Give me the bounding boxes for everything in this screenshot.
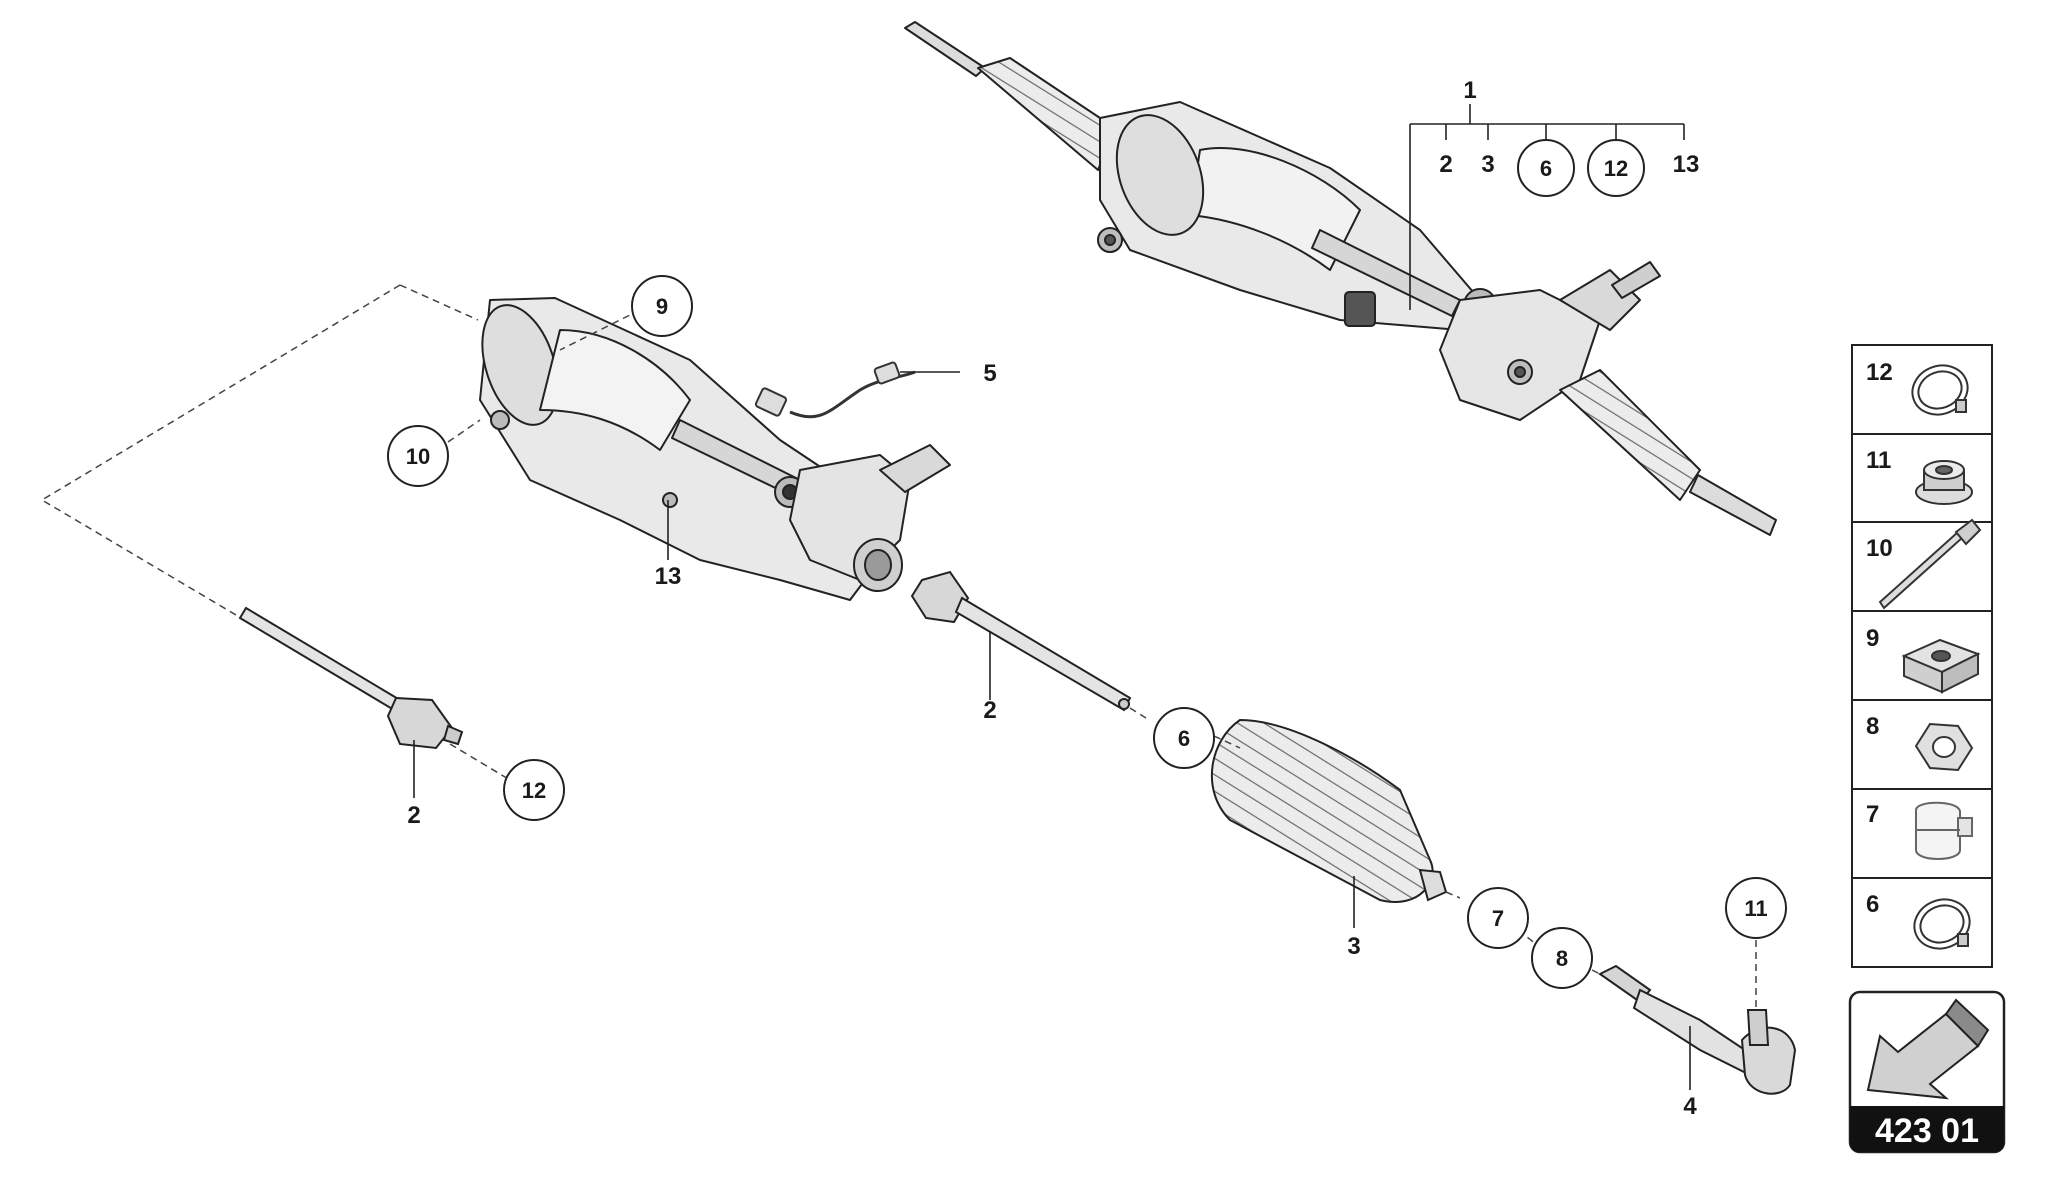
callout-11: 11 bbox=[1725, 877, 1787, 939]
svg-text:6: 6 bbox=[1866, 891, 1879, 918]
svg-text:12: 12 bbox=[522, 778, 546, 803]
hose-clamp-icon bbox=[1911, 364, 1969, 416]
callout-1: 1 bbox=[1463, 77, 1476, 104]
svg-text:6: 6 bbox=[1178, 726, 1190, 751]
callout-3-middle: 3 bbox=[1347, 933, 1360, 960]
callout-7: 7 bbox=[1467, 887, 1529, 949]
inner-tie-rod-left bbox=[238, 606, 464, 750]
callout-12-top: 12 bbox=[1587, 139, 1645, 197]
callout-6-top: 6 bbox=[1517, 139, 1575, 197]
steering-rack-assembly-left bbox=[479, 297, 951, 601]
legend-row-12: 12 bbox=[1866, 359, 1969, 416]
callout-2-middle: 2 bbox=[983, 697, 996, 724]
callout-9: 9 bbox=[631, 275, 693, 337]
callout-2-top: 2 bbox=[1439, 151, 1452, 178]
legend-row-8: 8 bbox=[1866, 713, 1974, 772]
svg-text:9: 9 bbox=[1866, 625, 1879, 652]
outer-tie-rod-end bbox=[1598, 964, 1797, 1095]
leader-lines bbox=[413, 104, 1691, 1090]
hex-nut-icon bbox=[1914, 722, 1974, 772]
bolt-icon bbox=[1878, 518, 1982, 610]
svg-text:6: 6 bbox=[1540, 156, 1552, 181]
legend-row-9: 9 bbox=[1866, 625, 1981, 694]
hose-clamp-icon bbox=[1913, 898, 1971, 950]
callout-6-middle: 6 bbox=[1153, 707, 1215, 769]
legend-row-6: 6 bbox=[1866, 891, 1971, 950]
steering-rack-assembly-upper bbox=[904, 21, 1777, 536]
svg-text:9: 9 bbox=[656, 294, 668, 319]
svg-text:12: 12 bbox=[1866, 359, 1893, 386]
svg-text:11: 11 bbox=[1866, 447, 1891, 474]
section-reference-badge: 423 01 bbox=[1848, 990, 2006, 1154]
bellows-boot bbox=[1210, 718, 1448, 903]
svg-text:8: 8 bbox=[1866, 713, 1879, 740]
small-parts-legend: 12 11 10 9 bbox=[1851, 344, 1993, 968]
arrow-direction-icon bbox=[1866, 998, 1990, 1100]
callout-10: 10 bbox=[387, 425, 449, 487]
svg-text:10: 10 bbox=[1866, 535, 1893, 562]
section-code: 423 01 bbox=[1875, 1112, 1979, 1150]
callout-4: 4 bbox=[1683, 1093, 1697, 1120]
svg-text:11: 11 bbox=[1744, 896, 1767, 921]
legend-row-11: 11 bbox=[1866, 447, 1973, 505]
svg-text:7: 7 bbox=[1866, 801, 1879, 828]
svg-text:7: 7 bbox=[1492, 906, 1504, 931]
svg-text:10: 10 bbox=[406, 444, 430, 469]
sensor-cable bbox=[754, 361, 916, 419]
spring-clip-icon bbox=[1915, 801, 1973, 860]
callout-5: 5 bbox=[983, 360, 996, 387]
callout-3-top: 3 bbox=[1481, 151, 1494, 178]
legend-row-10: 10 bbox=[1866, 518, 1982, 610]
svg-text:8: 8 bbox=[1556, 946, 1568, 971]
callout-2-left: 2 bbox=[407, 802, 420, 829]
callout-13-top: 13 bbox=[1673, 151, 1700, 178]
callout-8: 8 bbox=[1531, 927, 1593, 989]
inner-tie-rod-middle bbox=[910, 570, 1132, 712]
square-nut-icon bbox=[1901, 638, 1981, 694]
flange-nut-icon bbox=[1915, 460, 1973, 505]
svg-text:12: 12 bbox=[1604, 156, 1628, 181]
legend-row-7: 7 bbox=[1866, 801, 1973, 860]
callout-13-left: 13 bbox=[655, 563, 682, 590]
callout-12-left: 12 bbox=[503, 759, 565, 821]
